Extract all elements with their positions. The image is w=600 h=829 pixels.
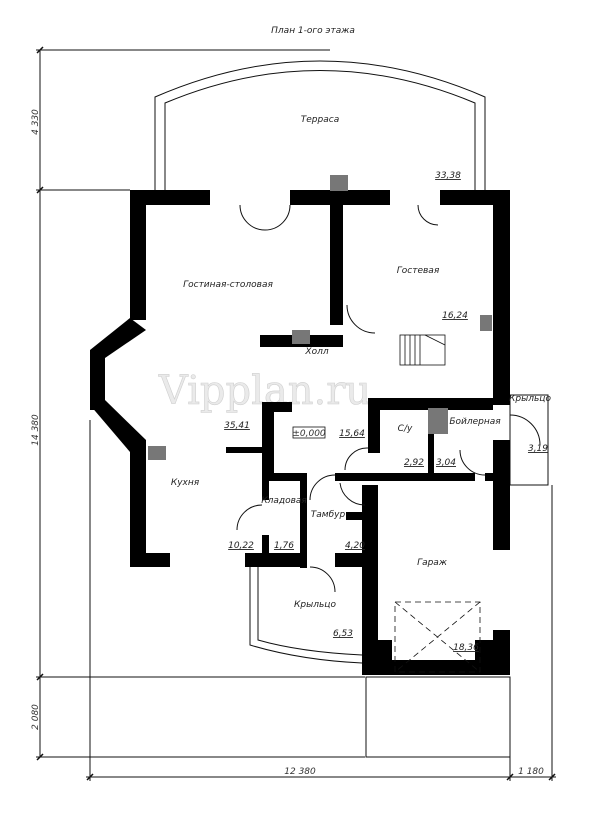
level-mark: ±0,000 (292, 429, 326, 439)
dim-house-depth: 14 380 (31, 414, 41, 446)
dim-terrace-depth: 4 330 (31, 109, 41, 135)
room-label-living: Гостиная-столовая (183, 280, 273, 290)
area-garage: 18,36 (453, 643, 479, 653)
room-label-boiler: Бойлерная (449, 417, 501, 427)
area-kitchen: 10,22 (228, 541, 254, 551)
dim-porch-width: 1 180 (518, 767, 544, 777)
room-label-garage: Гараж (417, 558, 448, 568)
room-label-kitchen: Кухня (171, 478, 200, 488)
porch-front-outline (257, 567, 363, 656)
stove-icon (148, 446, 166, 460)
area-guest: 16,24 (442, 311, 468, 321)
area-porch-front: 6,53 (333, 629, 353, 639)
boiler-icon (428, 408, 448, 434)
room-label-porch-front: Крыльцо (294, 600, 336, 610)
fireplace-icon (330, 175, 348, 191)
dim-width: 12 380 (284, 767, 316, 777)
area-living: 35,41 (224, 421, 250, 431)
garage-apron (365, 676, 511, 758)
porch-front-outline-outer (249, 567, 363, 664)
room-label-bathroom: С/у (398, 424, 413, 434)
room-label-porch-right: Крыльцо (509, 394, 551, 404)
room-label-hall: Холл (304, 347, 328, 357)
room-label-vestibule: Тамбур (311, 510, 346, 520)
room-label-terrace: Терраса (301, 115, 339, 125)
dim-garage-ext: 2 080 (31, 704, 41, 730)
area-porch-right: 3,19 (528, 444, 548, 454)
porch-right-outline (509, 394, 549, 486)
door-swings (236, 204, 541, 593)
area-hall: 15,64 (339, 429, 365, 439)
area-boiler: 3,04 (436, 458, 456, 468)
area-vestibule: 4,20 (345, 541, 365, 551)
watermark: Vipplan.ru (158, 368, 371, 414)
equipment-icon (480, 315, 492, 331)
room-label-storage: Кладовая (261, 496, 307, 506)
area-bathroom: 2,92 (404, 458, 424, 468)
area-terrace: 33,38 (435, 171, 461, 181)
terrace-outline (154, 60, 486, 190)
level-mark-box (292, 426, 326, 439)
stairs-icon (399, 334, 446, 366)
garage-door (394, 601, 481, 673)
fireplace-icon (292, 330, 310, 344)
plan-title: План 1-ого этажа (271, 26, 355, 36)
room-label-guest: Гостевая (397, 266, 440, 276)
area-storage: 1,76 (274, 541, 294, 551)
walls (90, 190, 510, 675)
